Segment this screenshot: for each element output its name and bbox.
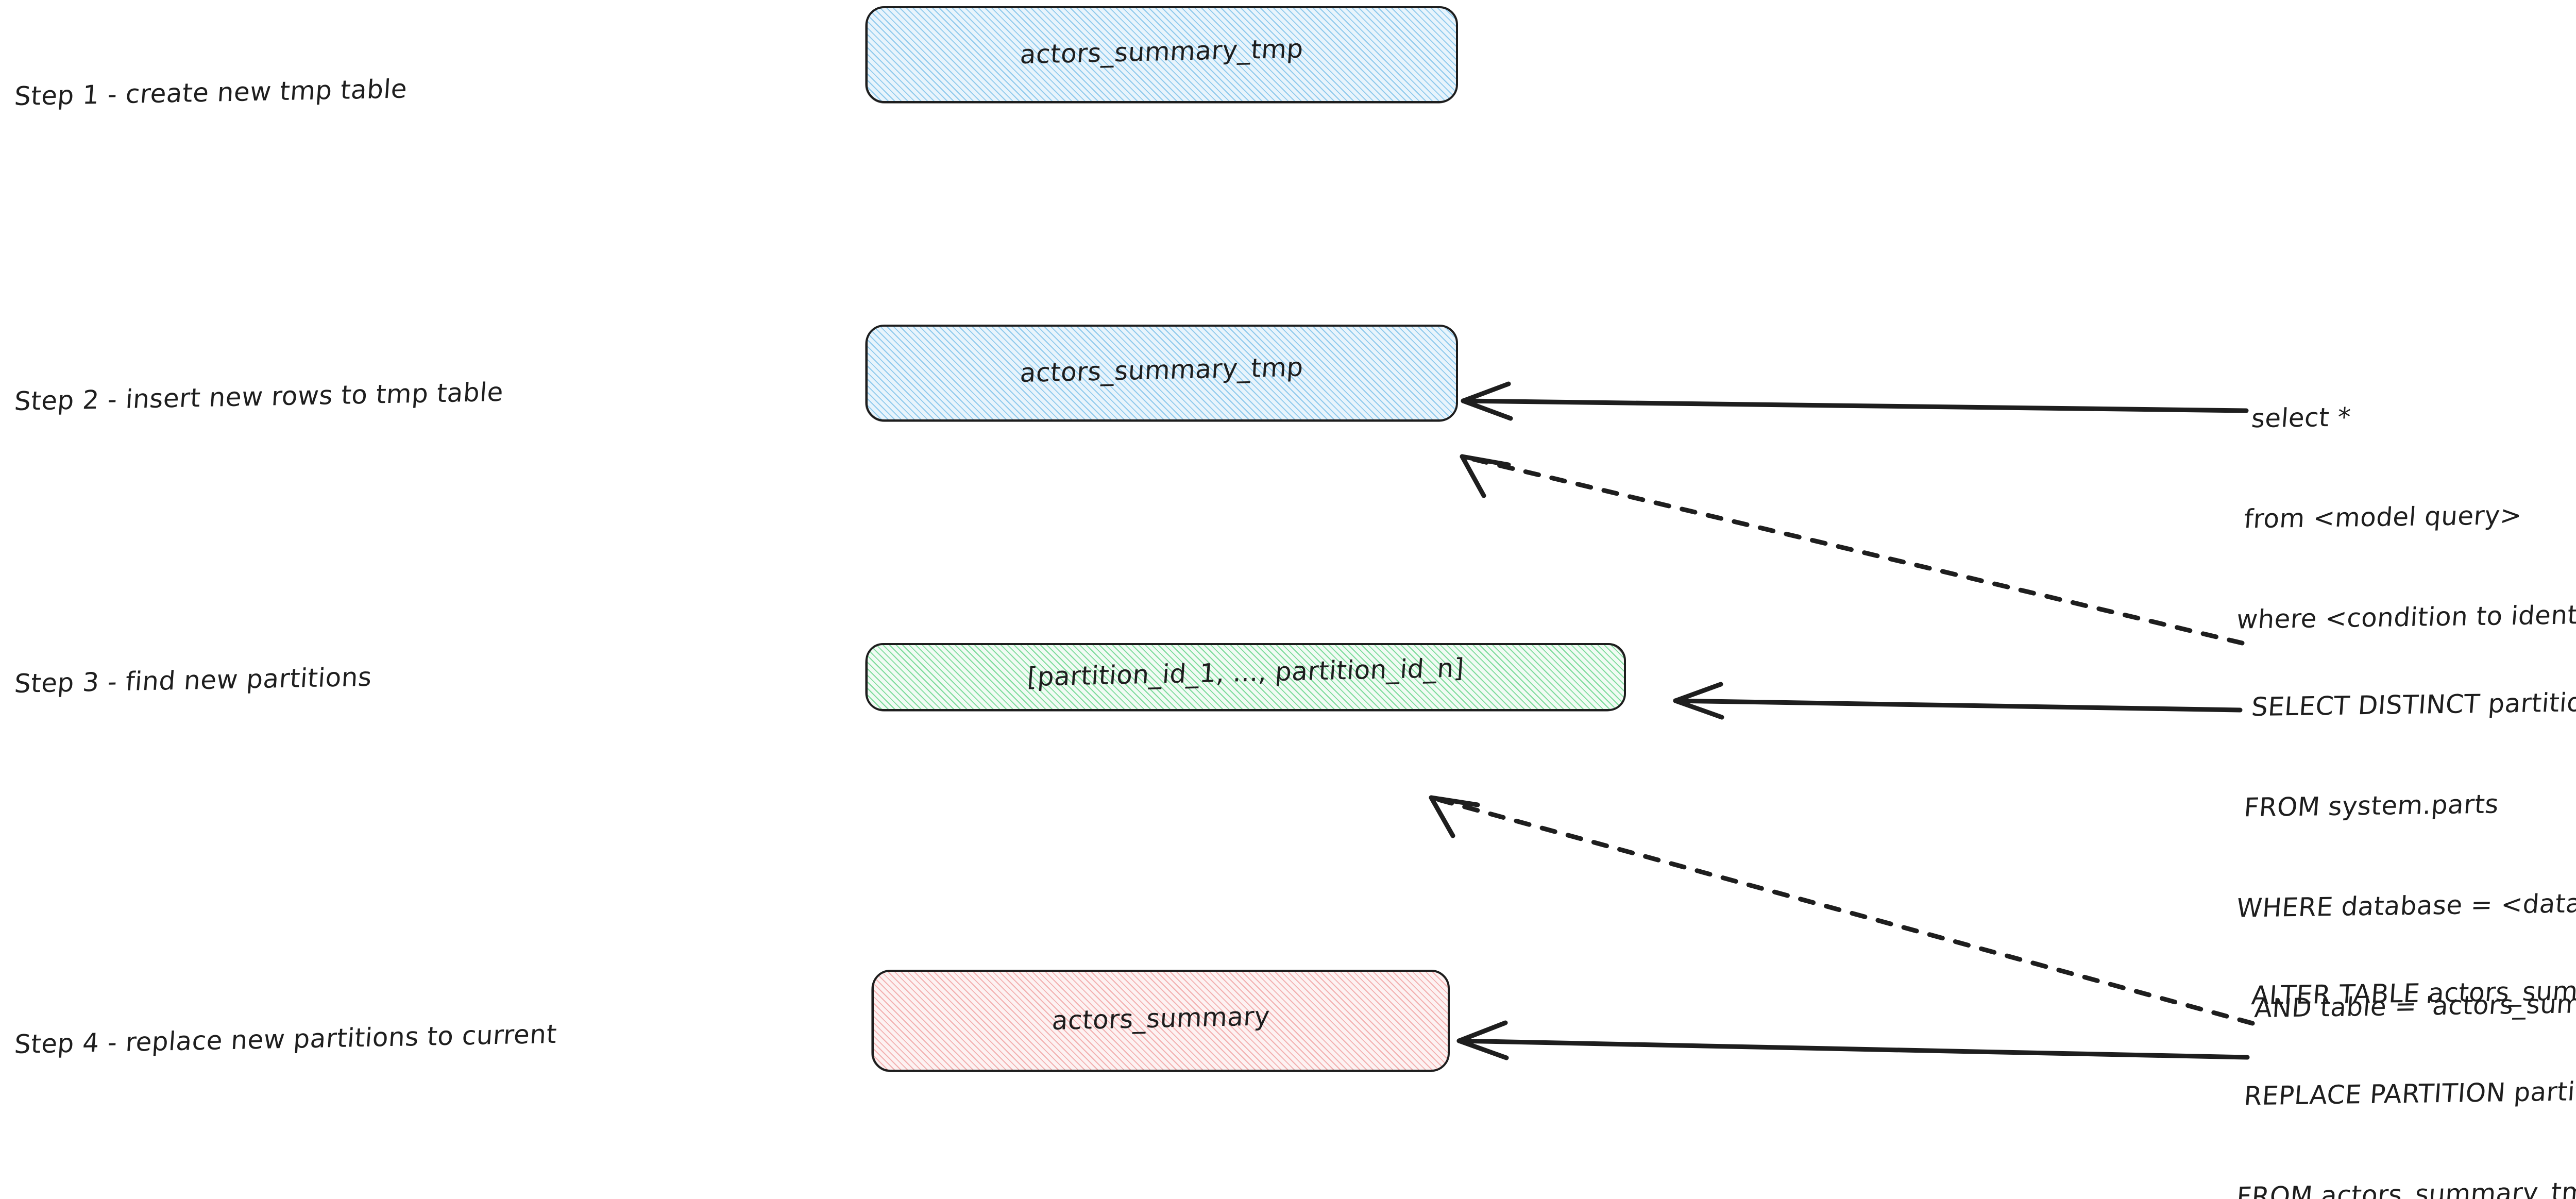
sql-line: from <model query> — [2243, 500, 2523, 534]
edge-partitionsql-to-tmp2 — [1460, 454, 2245, 646]
sql-line: ALTER TABLE actors_summary — [2250, 975, 2576, 1011]
step-label-4: Step 4 - replace new partitions to curre… — [13, 1019, 558, 1060]
sql-line: SELECT DISTINCT partition_id — [2250, 686, 2576, 722]
node-label: actors_summary_tmp — [1019, 352, 1304, 389]
edge-replacesql-to-summary — [1456, 1020, 2250, 1060]
node-actors-summary[interactable]: actors_summary — [871, 970, 1450, 1072]
sql-line: FROM system.parts — [2243, 789, 2500, 823]
node-partition-id-list[interactable]: [partition_id_1, ..., partition_id_n] — [865, 643, 1626, 712]
step-label-1: Step 1 - create new tmp table — [13, 74, 409, 112]
sql-line: REPLACE PARTITION partition_id_1 — [2243, 1075, 2576, 1111]
step-label-2: Step 2 - insert new rows to tmp table — [13, 377, 504, 417]
step-label-3: Step 3 - find new partitions — [13, 662, 373, 699]
node-label: actors_summary_tmp — [1019, 33, 1304, 70]
node-actors-summary-tmp-step1[interactable]: actors_summary_tmp — [865, 6, 1458, 104]
node-label: [partition_id_1, ..., partition_id_n] — [1026, 653, 1465, 693]
edge-partitionsql-to-partitions — [1673, 682, 2243, 720]
node-label: actors_summary — [1050, 1001, 1271, 1036]
node-actors-summary-tmp-step2[interactable]: actors_summary_tmp — [865, 325, 1458, 422]
edge-sqlinsert-to-tmp2 — [1461, 381, 2249, 421]
edge-replacesql-to-partitions — [1429, 795, 2255, 1026]
sql-line: FROM actors_summary_tmp, — [2235, 1176, 2576, 1199]
sql-block-replace-partitions: ALTER TABLE actors_summary REPLACE PARTI… — [2208, 906, 2576, 1199]
sql-line: select * — [2250, 402, 2352, 434]
